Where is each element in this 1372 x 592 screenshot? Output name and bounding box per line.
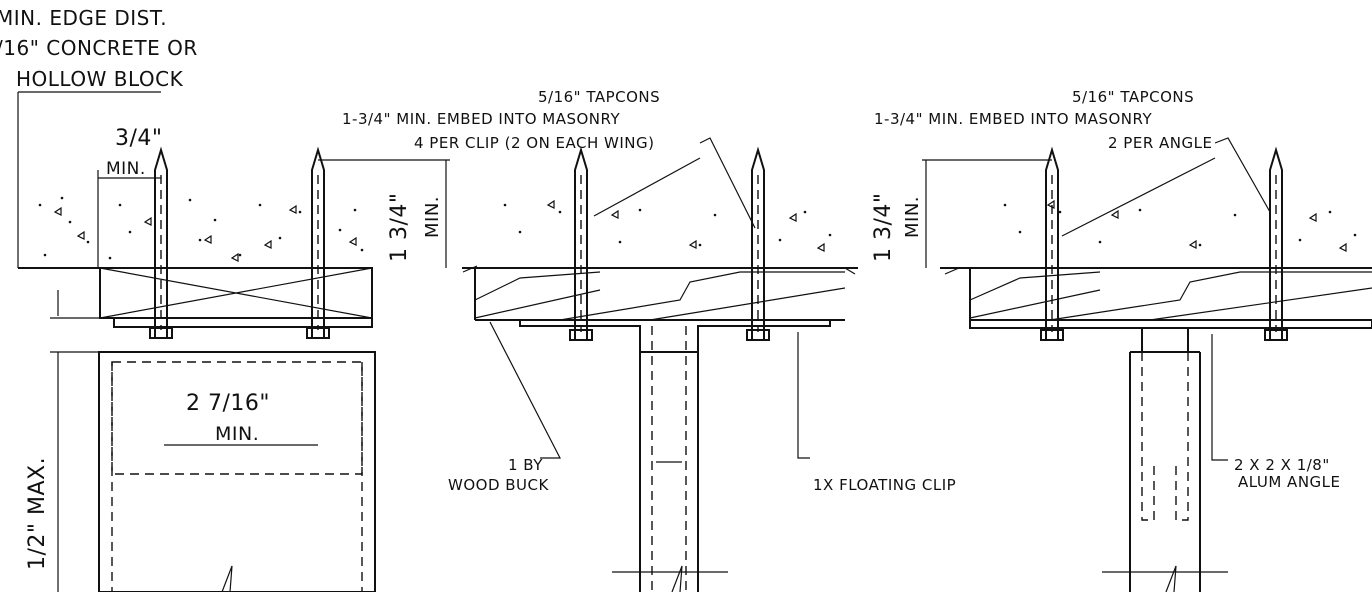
tapcons-mid-line3: 4 PER CLIP (2 ON EACH WING): [414, 134, 655, 152]
wood-buck-line1: 1 BY: [508, 456, 543, 474]
middle-screw-1: [569, 146, 593, 341]
right-angle: [969, 319, 1372, 592]
left-dimensions: [18, 91, 450, 592]
middle-clip: [519, 320, 831, 592]
spacing-min-label: MIN.: [215, 423, 259, 445]
half-max-label: 1/2" MAX.: [25, 457, 50, 570]
right-concrete: [940, 199, 1372, 275]
embed-left-min-label: MIN.: [422, 196, 443, 238]
embed-right-min-label: MIN.: [902, 196, 923, 238]
right-detail: 5/16" TAPCONS 1-3/4" MIN. EMBED INTO MAS…: [871, 88, 1372, 592]
left-detail: MIN. EDGE DIST. /16" CONCRETE OR HOLLOW …: [0, 6, 450, 592]
left-wood-buck: [99, 267, 373, 319]
middle-detail: 5/16" TAPCONS 1-3/4" MIN. EMBED INTO MAS…: [342, 88, 956, 592]
middle-wood-buck: [474, 268, 846, 321]
floating-clip-label: 1X FLOATING CLIP: [813, 476, 956, 494]
right-screw-1: [1040, 146, 1064, 341]
left-concrete-stipple: [38, 196, 364, 262]
middle-screw-2: [746, 146, 770, 341]
right-leaders: [1061, 137, 1271, 461]
right-wood-buck: [969, 268, 1372, 321]
right-screw-2: [1264, 146, 1288, 341]
right-dimensions: [922, 159, 1052, 268]
middle-leaders: [489, 137, 810, 459]
three-quarter-label: 3/4": [115, 126, 163, 151]
spacing-label: 2 7/16": [186, 391, 270, 416]
left-concrete: [17, 92, 372, 269]
tapcons-mid-line1: 5/16" TAPCONS: [538, 88, 660, 106]
middle-labels: 5/16" TAPCONS 1-3/4" MIN. EMBED INTO MAS…: [342, 88, 956, 494]
left-frame: [98, 317, 376, 592]
right-labels: 5/16" TAPCONS 1-3/4" MIN. EMBED INTO MAS…: [871, 88, 1341, 491]
left-screw-2: [306, 146, 330, 339]
edge-dist-line3: HOLLOW BLOCK: [16, 67, 184, 91]
tapcons-right-line3: 2 PER ANGLE: [1108, 134, 1212, 152]
embed-left-label: 1 3/4": [387, 192, 412, 262]
middle-concrete: [462, 199, 858, 275]
angle-line2: ALUM ANGLE: [1238, 473, 1341, 491]
left-screw-1: [149, 146, 173, 339]
angle-line1: 2 X 2 X 1/8": [1234, 456, 1330, 474]
middle-concrete-stipple: [503, 199, 832, 252]
embed-right-label: 1 3/4": [871, 192, 896, 262]
edge-dist-line2: /16" CONCRETE OR: [0, 36, 198, 60]
wood-buck-line2: WOOD BUCK: [448, 476, 550, 494]
tapcons-right-line2: 1-3/4" MIN. EMBED INTO MASONRY: [874, 110, 1152, 128]
left-labels: MIN. EDGE DIST. /16" CONCRETE OR HOLLOW …: [0, 6, 443, 570]
three-quarter-min-label: MIN.: [106, 159, 146, 179]
right-concrete-stipple: [1003, 199, 1357, 252]
tapcons-right-line1: 5/16" TAPCONS: [1072, 88, 1194, 106]
edge-dist-line1: MIN. EDGE DIST.: [0, 6, 167, 30]
tapcons-mid-line2: 1-3/4" MIN. EMBED INTO MASONRY: [342, 110, 620, 128]
